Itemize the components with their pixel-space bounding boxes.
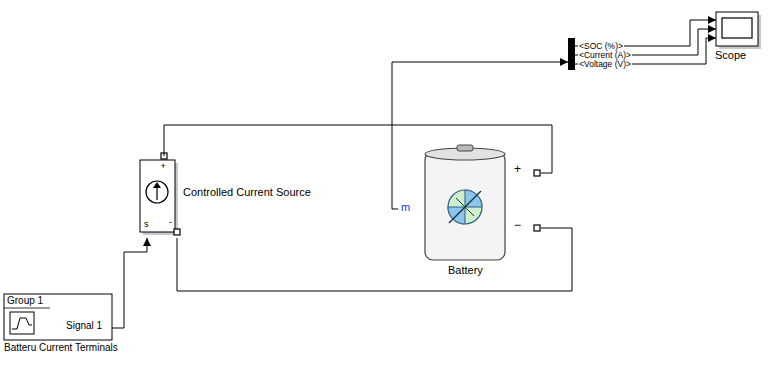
signal-line <box>392 62 568 209</box>
battery-icon-line <box>456 198 474 216</box>
scope-block <box>716 12 758 46</box>
current-arrow <box>156 186 157 200</box>
battery-body <box>425 152 505 260</box>
current-source-block: +s-Controlled Current Source <box>137 156 180 238</box>
port-label: m <box>401 201 410 214</box>
text-label: <Voltage (V)> <box>578 60 632 69</box>
group-rule <box>4 308 50 309</box>
signal-builder-block: Group 1Signal 1Batteru Current Terminals <box>4 294 112 340</box>
port-label: + <box>161 161 166 171</box>
battery-icon-arrow <box>449 191 481 223</box>
port-label: s <box>144 219 149 229</box>
conserving-port <box>534 170 540 176</box>
text-label: <SOC (%)> <box>578 42 624 51</box>
conserving-port <box>174 229 180 235</box>
port-label: − <box>514 219 521 233</box>
port-label: + <box>514 163 521 177</box>
text-label: <Current (A)> <box>578 51 632 60</box>
battery-block: m+−Battery <box>398 140 541 262</box>
physical-wire <box>164 125 552 173</box>
signal-line <box>112 238 147 328</box>
bus-selector: <SOC (%)><Current (A)><Voltage (V)> <box>568 38 575 70</box>
physical-wire <box>177 228 572 291</box>
scope-block: Scope <box>716 12 758 46</box>
block-name: Batteru Current Terminals <box>4 342 118 354</box>
scope-screen <box>722 18 752 38</box>
block-name: Battery <box>448 264 483 277</box>
current-arrow-head <box>153 182 161 188</box>
battery-terminal <box>457 145 473 151</box>
signal-builder-block <box>4 294 112 340</box>
conserving-port <box>534 225 540 231</box>
signal-label: Signal 1 <box>66 320 102 332</box>
signal-icon <box>10 312 34 334</box>
block-name: Scope <box>715 49 746 62</box>
signal-icon-wave <box>12 318 32 329</box>
current-source-block <box>140 160 175 232</box>
current-source-symbol <box>146 181 168 203</box>
bus-selector-bar <box>568 38 575 70</box>
port-label: - <box>169 217 172 227</box>
group-label: Group 1 <box>7 295 43 307</box>
battery-icon <box>448 190 482 224</box>
block-name: Controlled Current Source <box>183 186 311 199</box>
